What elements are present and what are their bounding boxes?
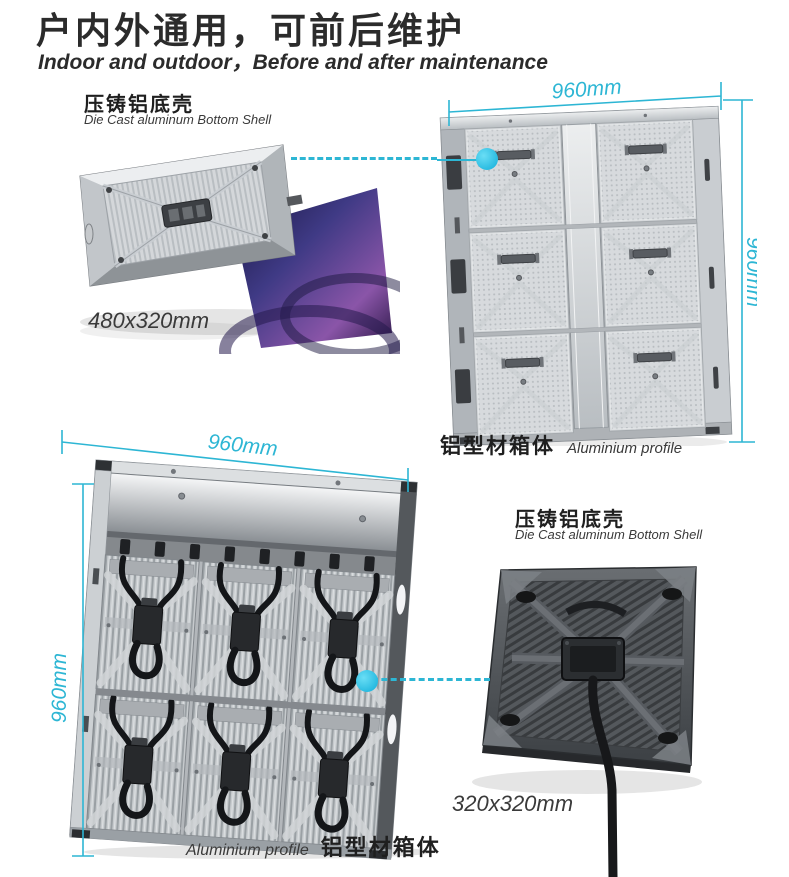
callout-dot-top xyxy=(476,148,498,170)
perforated-panel xyxy=(469,229,569,333)
dim-label-960-top-right: 960mm xyxy=(551,76,622,104)
shell-handle xyxy=(565,600,627,618)
dim-right-height: 960mm xyxy=(723,99,757,443)
caption-en: Aluminium profile xyxy=(186,842,309,859)
dim-label-960-right: 960mm xyxy=(742,237,757,307)
cabinet-module xyxy=(282,708,385,848)
dim-left-height: 960mm xyxy=(48,483,94,857)
bottom-right-label-zh: 压铸铝底壳 xyxy=(515,509,625,531)
perforated-panel xyxy=(597,119,697,223)
bottom-right-label-en: Die Cast aluminum Bottom Shell xyxy=(515,527,703,542)
cabinet-right-strip xyxy=(375,491,417,858)
callout-dot-bottom xyxy=(356,670,378,692)
perforated-panel xyxy=(465,125,565,229)
cabinet-module xyxy=(96,555,199,695)
cabinet-rear-body xyxy=(69,459,418,860)
top-left-label-en: Die Cast aluminum Bottom Shell xyxy=(84,112,272,127)
cable-tray xyxy=(105,536,396,576)
cabinet-module xyxy=(292,569,395,709)
cabinet-front-caption: 铝型材箱体 Aluminium profile xyxy=(440,430,682,460)
dim-label-960-top-left: 960mm xyxy=(207,430,279,461)
corner-foot xyxy=(662,588,682,600)
corner-foot xyxy=(516,591,536,603)
page-title-en: Indoor and outdoor，Before and after main… xyxy=(38,51,548,74)
caption-en: Aluminium profile xyxy=(567,440,683,457)
callout-dash-bottom xyxy=(372,678,490,681)
dim-label-960-left: 960mm xyxy=(48,653,71,723)
perforated-panel xyxy=(601,223,701,327)
cabinet-front-body xyxy=(439,105,733,446)
dim-top-width: 960mm xyxy=(448,76,722,126)
power-cable xyxy=(588,675,618,877)
page-title-zh: 户内外通用，可前后维护 xyxy=(36,10,466,51)
die-cast-shell-photo-320 xyxy=(472,566,702,877)
shell-center-connector xyxy=(161,198,213,228)
cabinet-front-photo: 960mm 960mm xyxy=(437,76,757,446)
corner-foot xyxy=(658,732,678,744)
caption-zh: 铝型材箱体 xyxy=(440,435,555,458)
perforated-panel xyxy=(473,333,573,437)
bottom-right-size: 320x320mm xyxy=(452,791,574,816)
cabinet-module xyxy=(86,695,189,835)
cabinet-rear-photo: 960mm 960mm xyxy=(48,430,434,860)
top-left-label-zh: 压铸铝底壳 xyxy=(84,94,194,116)
top-left-size: 480x320mm xyxy=(88,308,210,333)
cabinet-module xyxy=(194,562,297,702)
corner-foot xyxy=(500,714,520,726)
die-cast-shell-photo-480 xyxy=(79,144,400,354)
handle-slot xyxy=(396,584,406,615)
perforated-panel xyxy=(605,327,705,431)
cabinet-module xyxy=(184,701,287,841)
cabinet-rear-caption: Aluminium profile 铝型材箱体 xyxy=(186,830,441,862)
caption-zh: 铝型材箱体 xyxy=(320,835,441,860)
shell-side-slot xyxy=(84,223,94,245)
callout-dash-top xyxy=(291,157,437,160)
handle-slot xyxy=(387,714,397,745)
corner-screw xyxy=(106,187,112,193)
